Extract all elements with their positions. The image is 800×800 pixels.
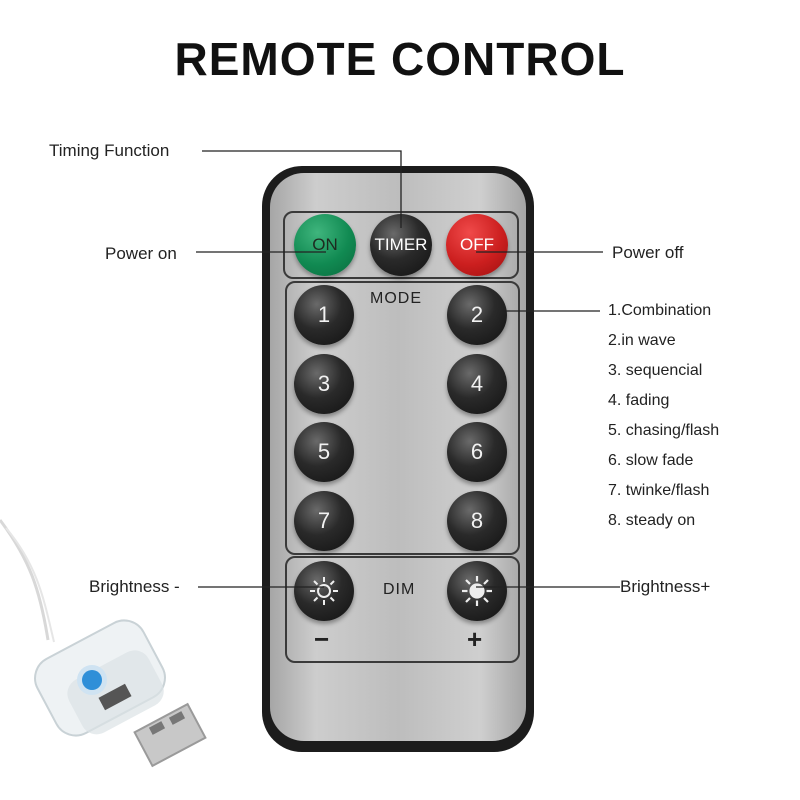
mode-button-4[interactable]: 4 [447, 354, 507, 414]
mode-item-8: 8. steady on [608, 512, 696, 529]
mode-button-3[interactable]: 3 [294, 354, 354, 414]
power-on-button[interactable]: ON [294, 214, 356, 276]
dim-panel [285, 556, 520, 663]
brightness-down-button[interactable] [294, 561, 354, 621]
mode-panel [285, 281, 520, 555]
timer-button[interactable]: TIMER [370, 214, 432, 276]
dim-label: DIM [383, 581, 416, 598]
mode-item-6: 6. slow fade [608, 452, 694, 469]
mode-button-8[interactable]: 8 [447, 491, 507, 551]
brightness-up-button[interactable] [447, 561, 507, 621]
mode-item-5: 5. chasing/flash [608, 422, 720, 439]
mode-button-7[interactable]: 7 [294, 491, 354, 551]
led-icon [82, 670, 102, 690]
page-title: REMOTE CONTROL [174, 33, 626, 85]
timing-callout-line [202, 150, 402, 228]
mode-button-2[interactable]: 2 [447, 285, 507, 345]
mode-item-2: 2.in wave [608, 332, 676, 349]
mode-item-4: 4. fading [608, 392, 670, 409]
sun-outline-icon [310, 577, 338, 605]
mode-button-6[interactable]: 6 [447, 422, 507, 482]
mode-button-5[interactable]: 5 [294, 422, 354, 482]
mode-item-3: 3. sequencial [608, 362, 703, 379]
power-on-label: Power on [105, 244, 177, 263]
mode-button-1[interactable]: 1 [294, 285, 354, 345]
power-off-button[interactable]: OFF [446, 214, 508, 276]
mode-item-7: 7. twinke/flash [608, 482, 710, 499]
mode-label: MODE [370, 290, 422, 307]
mode-item-1: 1.Combination [608, 302, 712, 319]
sun-filled-icon [462, 576, 492, 606]
brightness-minus-label: Brightness - [89, 577, 180, 596]
minus-sign: − [314, 624, 330, 654]
timing-function-label: Timing Function [49, 141, 170, 160]
plus-sign: + [467, 624, 483, 654]
power-off-label: Power off [612, 243, 684, 262]
brightness-plus-label: Brightness+ [620, 577, 711, 596]
